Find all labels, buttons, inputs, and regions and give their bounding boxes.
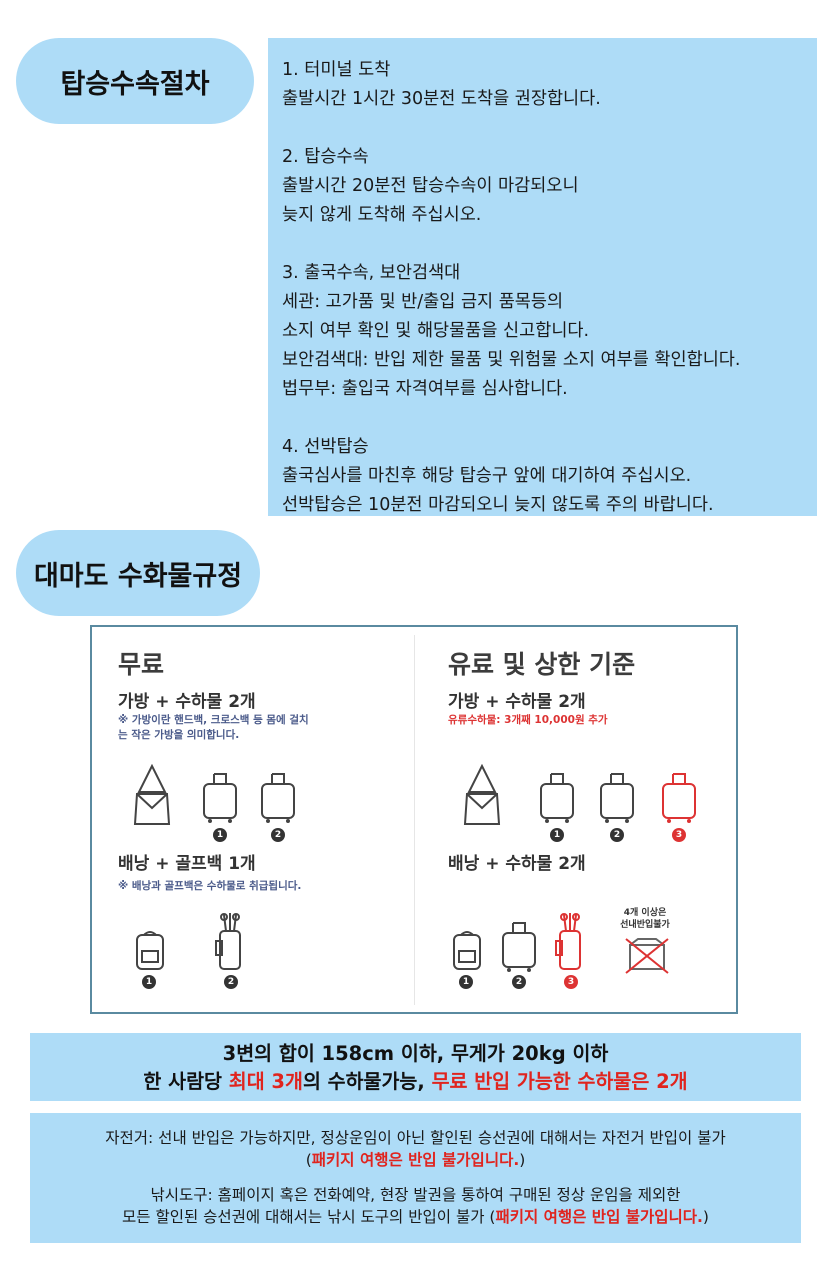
- step-title: 3. 출국수속, 보안검색대: [282, 263, 461, 283]
- summary-text: 의 수하물가능,: [302, 1070, 432, 1093]
- package-warning: 패키지 여행은 반입 불가입니다.: [311, 1151, 520, 1169]
- step-line: 보안검색대: 반입 제한 물품 및 위험물 소지 여부를 확인합니다.: [282, 350, 741, 370]
- badge-2: 2: [271, 828, 285, 842]
- bicycle-line-2: (패키지 여행은 반입 불가입니다.): [30, 1149, 801, 1171]
- backpack-icon: [136, 931, 164, 970]
- golf-bag-icon: [215, 913, 241, 970]
- procedure-step: 2. 탑승수속 출발시간 20분전 탑승수속이 마감되오니 늦지 않게 도착해 …: [282, 143, 803, 230]
- procedure-step: 3. 출국수속, 보안검색대 세관: 고가품 및 반/출입 금지 품목등의 소지…: [282, 259, 803, 404]
- free-rule-2: 배낭 + 골프백 1개: [118, 854, 256, 874]
- summary-highlight-free: 무료 반입 가능한 수하물은 2개: [431, 1070, 688, 1093]
- step-line: 늦지 않게 도착해 주십시오.: [282, 205, 482, 225]
- step-line: 출발시간 1시간 30분전 도착을 권장합니다.: [282, 89, 601, 109]
- free-note-1a: ※ 가방이란 핸드백, 크로스백 등 몸에 걸치: [118, 714, 309, 726]
- summary-highlight-max: 최대 3개: [228, 1070, 303, 1093]
- badge-3: 3: [672, 828, 686, 842]
- summary-line-2: 한 사람당 최대 3개의 수하물가능, 무료 반입 가능한 수하물은 2개: [30, 1068, 801, 1096]
- free-note-1b: 는 작은 가방을 의미합니다.: [118, 729, 240, 741]
- bicycle-line-1: 자전거: 선내 반입은 가능하지만, 정상운임이 아닌 할인된 승선권에 대해서…: [105, 1129, 726, 1147]
- baggage-summary: 3변의 합이 158cm 이하, 무게가 20kg 이하 한 사람당 최대 3개…: [30, 1033, 801, 1101]
- section-title-boarding-text: 탑승수속절차: [60, 68, 210, 100]
- free-title: 무료: [118, 650, 165, 679]
- badge-2: 2: [512, 975, 526, 989]
- no-carry-caption-1: 4개 이상은: [623, 908, 667, 918]
- section-title-baggage-text: 대마도 수화물규정: [33, 560, 243, 592]
- no-carry-box-icon: [625, 938, 669, 974]
- suitcase-icon: [540, 773, 574, 823]
- paren: (: [305, 1151, 312, 1169]
- badge-1: 1: [550, 828, 564, 842]
- fishing-notice: 낚시도구: 홈페이지 혹은 전화예약, 현장 발권을 통하여 구매된 정상 운임…: [30, 1184, 801, 1228]
- badge-2: 2: [610, 828, 624, 842]
- step-line: 출발시간 20분전 탑승수속이 마감되오니: [282, 176, 579, 196]
- bicycle-notice: 자전거: 선내 반입은 가능하지만, 정상운임이 아닌 할인된 승선권에 대해서…: [30, 1127, 801, 1171]
- badge-3: 3: [564, 975, 578, 989]
- handbag-icon: [463, 764, 501, 825]
- fishing-text: 모든 할인된 승선권에 대해서는 낚시 도구의 반입이 불가 (: [122, 1208, 496, 1226]
- paid-title: 유료 및 상한 기준: [448, 650, 636, 679]
- suitcase-icon: [502, 922, 536, 972]
- step-line: 선박탑승은 10분전 마감되오니 늦지 않도록 주의 바랍니다.: [282, 495, 714, 515]
- summary-line-1: 3변의 합이 158cm 이하, 무게가 20kg 이하: [222, 1042, 609, 1065]
- golf-bag-red-icon: [555, 913, 581, 970]
- badge-1: 1: [142, 975, 156, 989]
- suitcase-icon: [203, 773, 237, 823]
- package-warning: 패키지 여행은 반입 불가입니다.: [495, 1208, 703, 1226]
- free-note-2: ※ 배낭과 골프백은 수하물로 취급됩니다.: [118, 880, 302, 892]
- handbag-icon: [133, 764, 171, 825]
- section-title-baggage: 대마도 수화물규정: [16, 530, 260, 616]
- badge-1: 1: [213, 828, 227, 842]
- badge-2: 2: [224, 975, 238, 989]
- step-line: 소지 여부 확인 및 해당물품을 신고합니다.: [282, 321, 590, 341]
- step-title: 2. 탑승수속: [282, 147, 369, 167]
- panel-divider: [414, 635, 415, 1005]
- section-title-boarding: 탑승수속절차: [16, 38, 254, 124]
- step-line: 법무부: 출입국 자격여부를 심사합니다.: [282, 379, 568, 399]
- boarding-procedure-box: 1. 터미널 도착 출발시간 1시간 30분전 도착을 권장합니다. 2. 탑승…: [268, 38, 817, 516]
- backpack-icon: [453, 931, 481, 970]
- suitcase-icon: [261, 773, 295, 823]
- paid-rule-2: 배낭 + 수하물 2개: [448, 854, 586, 874]
- paren: ): [702, 1208, 709, 1226]
- no-carry-caption-2: 선내반입불가: [620, 920, 670, 930]
- procedure-step: 4. 선박탑승 출국심사를 마친후 해당 탑승구 앞에 대기하여 주십시오. 선…: [282, 433, 803, 520]
- step-line: 출국심사를 마친후 해당 탑승구 앞에 대기하여 주십시오.: [282, 466, 692, 486]
- fishing-line-1: 낚시도구: 홈페이지 혹은 전화예약, 현장 발권을 통하여 구매된 정상 운임…: [150, 1186, 681, 1204]
- badge-1: 1: [459, 975, 473, 989]
- free-rule-1: 가방 + 수하물 2개: [118, 692, 256, 712]
- paid-note-1: 유류수하물: 3개째 10,000원 추가: [448, 714, 608, 726]
- baggage-rules-panel: 무료 가방 + 수하물 2개 ※ 가방이란 핸드백, 크로스백 등 몸에 걸치 …: [90, 625, 738, 1014]
- step-title: 4. 선박탑승: [282, 437, 369, 457]
- step-line: 세관: 고가품 및 반/출입 금지 품목등의: [282, 292, 564, 312]
- step-title: 1. 터미널 도착: [282, 60, 391, 80]
- summary-text: 한 사람당: [143, 1070, 229, 1093]
- fishing-line-2: 모든 할인된 승선권에 대해서는 낚시 도구의 반입이 불가 (패키지 여행은 …: [30, 1206, 801, 1228]
- paid-rule-1: 가방 + 수하물 2개: [448, 692, 586, 712]
- suitcase-red-icon: [662, 773, 696, 823]
- suitcase-icon: [600, 773, 634, 823]
- procedure-step: 1. 터미널 도착 출발시간 1시간 30분전 도착을 권장합니다.: [282, 56, 803, 114]
- paren: ): [519, 1151, 526, 1169]
- special-items-notice: 자전거: 선내 반입은 가능하지만, 정상운임이 아닌 할인된 승선권에 대해서…: [30, 1113, 801, 1243]
